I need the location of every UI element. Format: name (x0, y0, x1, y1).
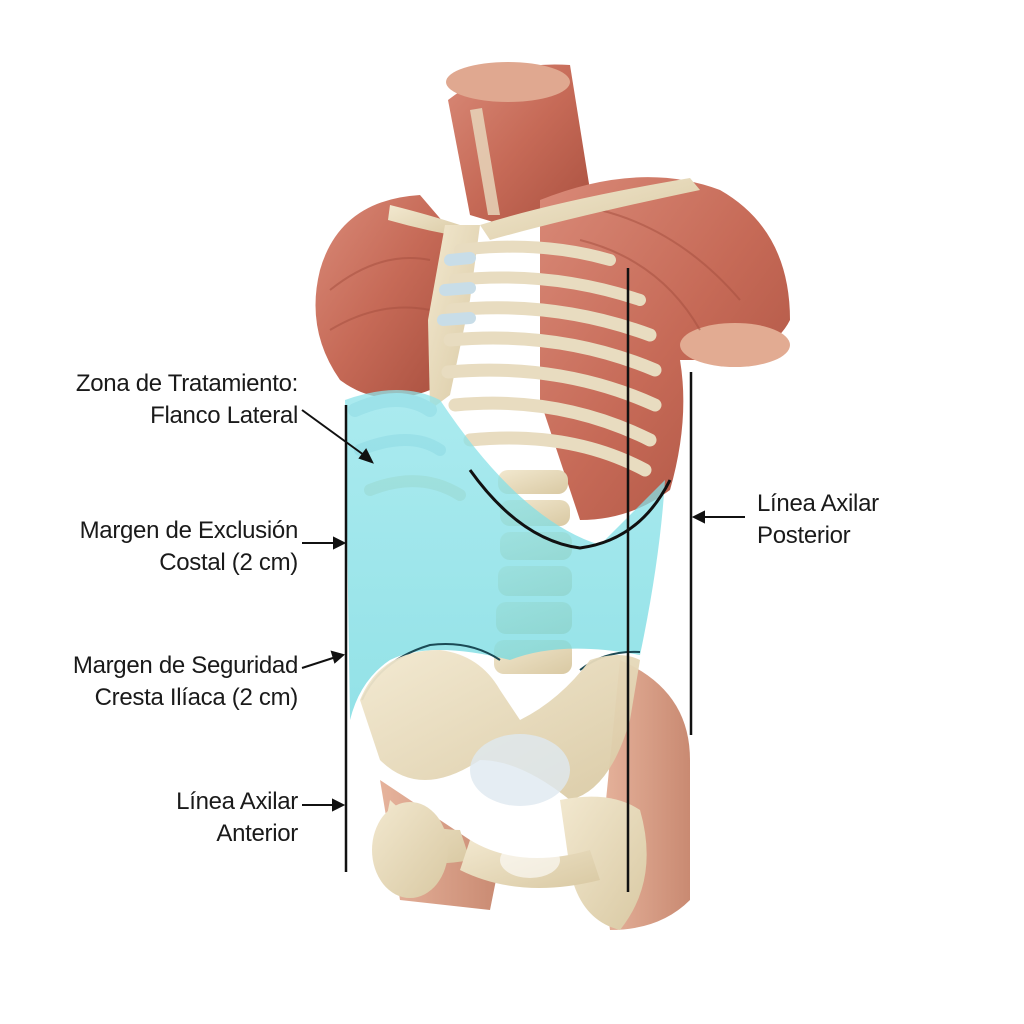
posterior-axillary-label-line2: Posterior (757, 522, 851, 549)
anterior-axillary-label-line2: Anterior (216, 820, 298, 847)
treatment-zone-label-line1: Zona de Tratamiento: (75, 370, 298, 397)
neck-muscles (446, 62, 590, 230)
pelvis (360, 650, 647, 930)
costal-margin-label-line1: Margen de Exclusión (79, 517, 299, 544)
treatment-zone-label-line2: Flanco Lateral (150, 402, 298, 429)
posterior-axillary-label: Línea Axilar Posterior (757, 488, 1007, 552)
iliac-margin-label-line1: Margen de Seguridad (72, 652, 298, 679)
treatment-zone-label: Zona de Tratamiento: Flanco Lateral (20, 368, 298, 432)
anterior-axillary-label-line1: Línea Axilar (176, 788, 298, 815)
pointer-arrows (301, 409, 745, 812)
anterior-axillary-label: Línea Axilar Anterior (20, 786, 298, 850)
posterior-axillary-label-line1: Línea Axilar (757, 490, 879, 517)
costal-margin-line (468, 469, 672, 550)
iliac-margin-label: Margen de Seguridad Cresta Ilíaca (2 cm) (20, 650, 298, 714)
treatment-zone (345, 390, 665, 720)
iliac-margin-label-line2: Cresta Ilíaca (2 cm) (94, 684, 299, 711)
costal-margin-label: Margen de Exclusión Costal (2 cm) (20, 515, 299, 579)
costal-margin-label-line2: Costal (2 cm) (159, 549, 298, 576)
left-pectoral-muscle (315, 195, 450, 398)
